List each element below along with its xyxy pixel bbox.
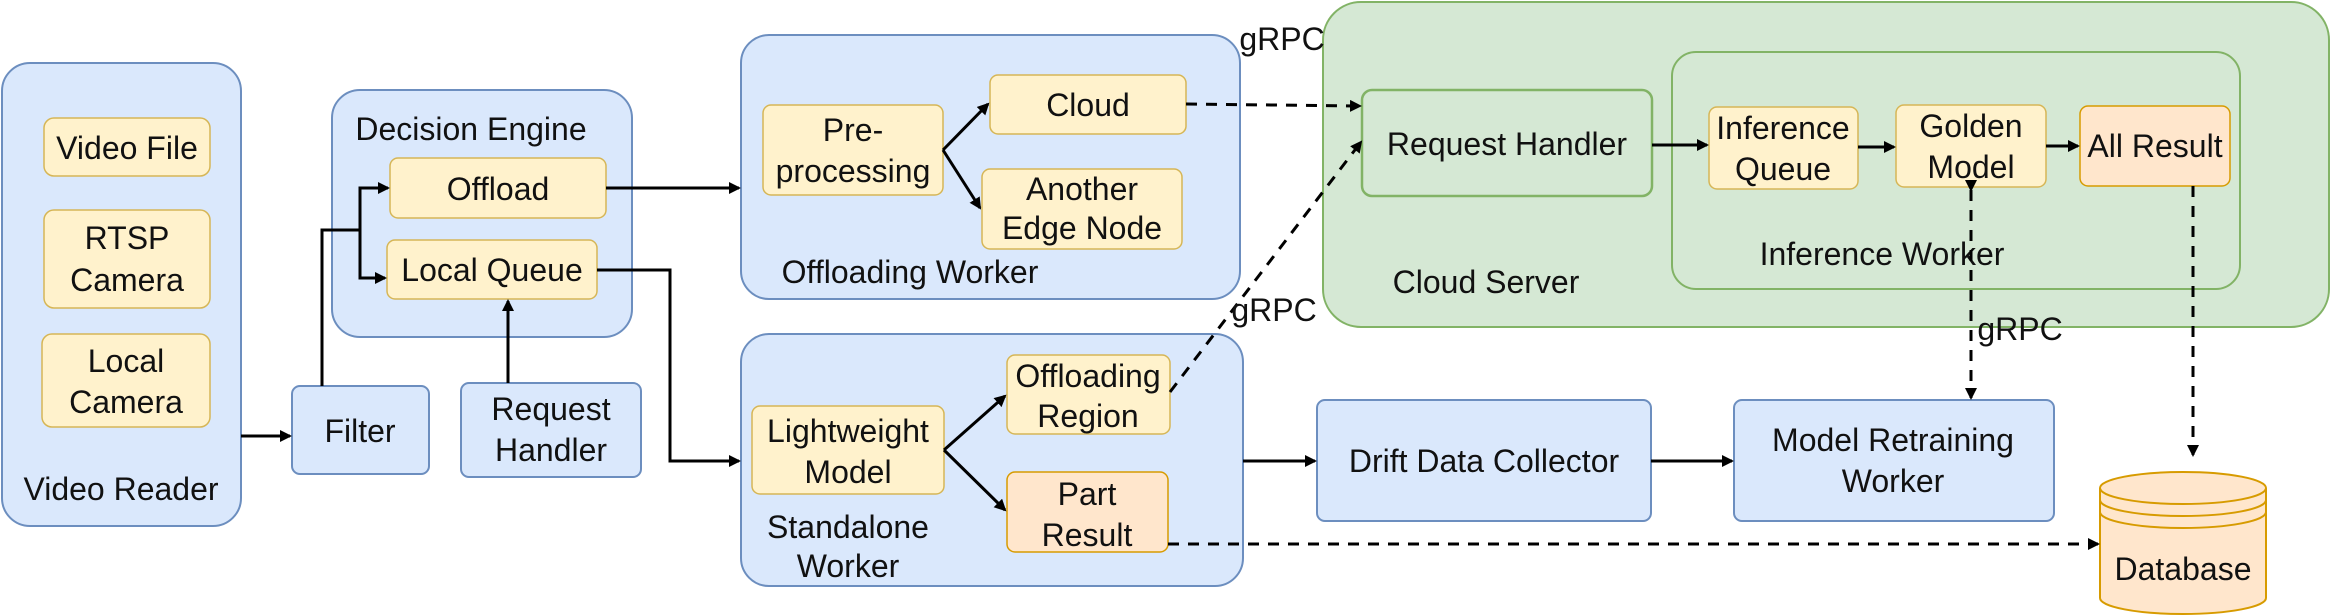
video-file-label: Video File bbox=[56, 130, 198, 166]
rtsp-camera-node: RTSP Camera bbox=[43, 209, 211, 309]
model-retraining-worker-node: Model Retraining Worker bbox=[1733, 399, 2055, 522]
golden-model-node: Golden Model bbox=[1895, 104, 2047, 188]
offloading-region-node: Offloading Region bbox=[1006, 354, 1171, 435]
part-result-label-line2: Result bbox=[1042, 517, 1133, 553]
preprocessing-node: Pre- processing bbox=[762, 104, 944, 196]
offloading-region-label-line1: Offloading bbox=[1015, 358, 1160, 394]
cloud-node: Cloud bbox=[989, 74, 1187, 135]
offload-node: Offload bbox=[389, 157, 607, 219]
standalone-worker-label-line1: Standalone bbox=[767, 509, 929, 545]
database-node: Database bbox=[2099, 471, 2267, 615]
video-file-node: Video File bbox=[43, 117, 211, 177]
offloading-worker-label: Offloading Worker bbox=[782, 254, 1039, 290]
another-edge-node-label-line2: Edge Node bbox=[1002, 210, 1162, 246]
model-retraining-worker-label-line2: Worker bbox=[1842, 463, 1945, 499]
standalone-worker-label-line2: Worker bbox=[797, 548, 900, 584]
request-handler-edge-label-line2: Handler bbox=[495, 432, 607, 468]
grpc-label-mid: gRPC bbox=[1231, 292, 1316, 328]
lightweight-model-node: Lightweight Model bbox=[751, 405, 945, 495]
drift-data-collector-label: Drift Data Collector bbox=[1349, 443, 1620, 479]
grpc-label-top: gRPC bbox=[1239, 21, 1324, 57]
all-result-label: All Result bbox=[2087, 128, 2222, 164]
golden-model-label-line2: Model bbox=[1927, 149, 2014, 185]
drift-data-collector-node: Drift Data Collector bbox=[1316, 399, 1652, 522]
request-handler-cloud-label: Request Handler bbox=[1387, 126, 1627, 162]
local-queue-label: Local Queue bbox=[401, 252, 582, 288]
request-handler-edge-label-line1: Request bbox=[491, 391, 610, 427]
inference-worker-label: Inference Worker bbox=[1760, 236, 2005, 272]
lightweight-model-label-line2: Model bbox=[804, 454, 891, 490]
part-result-node: Part Result bbox=[1006, 471, 1169, 553]
offloading-region-label-line2: Region bbox=[1037, 398, 1138, 434]
model-retraining-worker-label-line1: Model Retraining bbox=[1772, 422, 2014, 458]
lightweight-model-label-line1: Lightweight bbox=[767, 413, 929, 449]
edge-preprocessing-to-cloud bbox=[941, 102, 990, 152]
edge-preprocessing-to-another-edge-node bbox=[941, 149, 982, 210]
video-reader-label: Video Reader bbox=[23, 471, 218, 507]
database-label: Database bbox=[2115, 551, 2252, 587]
offload-label: Offload bbox=[447, 171, 550, 207]
another-edge-node-label-line1: Another bbox=[1026, 171, 1138, 207]
preprocessing-label-line1: Pre- bbox=[823, 112, 883, 148]
edge-lightweight-model-to-offloading-region bbox=[943, 394, 1007, 452]
edge-cloud-to-request-handler-grpc bbox=[1185, 99, 1362, 112]
edge-local-queue-to-standalone-worker bbox=[597, 268, 741, 467]
filter-label: Filter bbox=[324, 413, 395, 449]
edge-lightweight-model-to-part-result bbox=[942, 448, 1007, 512]
edge-offloading-region-to-request-handler-grpc bbox=[1168, 140, 1363, 393]
part-result-label-line1: Part bbox=[1058, 476, 1117, 512]
cloud-server-label: Cloud Server bbox=[1393, 264, 1580, 300]
request-handler-edge-node: Request Handler bbox=[460, 382, 642, 478]
edge-filter-to-local-queue bbox=[358, 230, 387, 284]
rtsp-camera-label-line1: RTSP bbox=[85, 220, 170, 256]
local-camera-node: Local Camera bbox=[41, 333, 211, 428]
inference-queue-label-line1: Inference bbox=[1716, 110, 1849, 146]
local-camera-label-line1: Local bbox=[88, 343, 165, 379]
filter-node: Filter bbox=[291, 385, 430, 475]
inference-queue-label-line2: Queue bbox=[1735, 151, 1831, 187]
another-edge-node-node: Another Edge Node bbox=[981, 168, 1183, 250]
request-handler-cloud-node: Request Handler bbox=[1360, 88, 1654, 198]
rtsp-camera-label-line2: Camera bbox=[70, 262, 184, 298]
grpc-label-right: gRPC bbox=[1977, 311, 2062, 347]
cloud-label: Cloud bbox=[1046, 87, 1130, 123]
inference-queue-node: Inference Queue bbox=[1708, 106, 1859, 190]
all-result-node: All Result bbox=[2079, 105, 2231, 187]
golden-model-label-line1: Golden bbox=[1919, 108, 2022, 144]
preprocessing-label-line2: processing bbox=[776, 153, 931, 189]
decision-engine-label: Decision Engine bbox=[355, 111, 586, 147]
local-queue-node: Local Queue bbox=[386, 239, 598, 300]
local-camera-label-line2: Camera bbox=[69, 384, 183, 420]
